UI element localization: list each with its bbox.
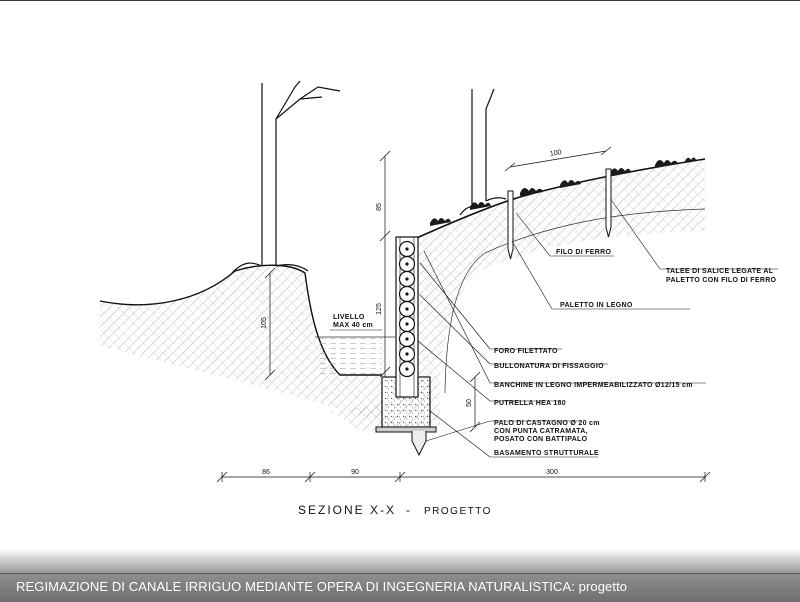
callout-palo-line2: CON PUNTA CATRAMATA, bbox=[494, 428, 588, 435]
vegetation bbox=[430, 157, 696, 226]
vertical-dimensions bbox=[264, 150, 481, 433]
callout-putrella: PUTRELLA HEA 180 bbox=[494, 400, 566, 407]
chestnut-pile bbox=[411, 431, 427, 457]
section-title-separator: - bbox=[406, 503, 412, 517]
water-level-label: LIVELLO bbox=[333, 314, 365, 321]
leader-lines bbox=[417, 200, 778, 458]
section-subtitle: PROGETTO bbox=[424, 506, 492, 517]
callout-palo-line1: PALO DI CASTAGNO Ø 20 cm bbox=[494, 420, 600, 427]
right-bank-inner-line bbox=[444, 208, 706, 394]
cross-section-drawing: 85 125 105 50 100 86 90 300 LIVELLO MAX … bbox=[99, 80, 778, 517]
dim-base-depth: 50 bbox=[466, 399, 473, 407]
bottom-dimension bbox=[216, 471, 711, 483]
dim-wall-upper: 85 bbox=[376, 203, 383, 211]
dim-wall-height: 125 bbox=[376, 303, 383, 315]
callout-basamento: BASAMENTO STRUTTURALE bbox=[494, 450, 599, 457]
callout-palo-line3: POSATO CON BATTIPALO bbox=[494, 436, 588, 443]
dim-left-bank: 105 bbox=[261, 317, 268, 329]
water-level-value: MAX 40 cm bbox=[333, 322, 373, 329]
dim-bottom-right: 300 bbox=[546, 469, 558, 476]
callout-banchine: BANCHINE IN LEGNO IMPERMEABILIZZATO Ø12/… bbox=[494, 382, 693, 389]
base-plate bbox=[375, 426, 437, 433]
callout-bullonatura: BULLONATURA DI FISSAGGIO bbox=[494, 363, 604, 370]
callout-talee-line1: TALEE DI SALICE LEGATE AL bbox=[666, 268, 774, 275]
section-title: SEZIONE X-X bbox=[298, 503, 396, 517]
left-tree bbox=[231, 80, 341, 274]
dim-top-width: 100 bbox=[549, 149, 562, 158]
footer-gradient bbox=[0, 549, 800, 573]
water-body bbox=[318, 337, 382, 375]
callout-foro: FORO FILETTATO bbox=[494, 348, 558, 355]
footer-caption: REGIMAZIONE DI CANALE IRRIGUO MEDIANTE O… bbox=[16, 579, 628, 594]
right-bank-surface bbox=[409, 158, 706, 242]
dim-bottom-mid: 90 bbox=[351, 469, 359, 476]
footer-bar: REGIMAZIONE DI CANALE IRRIGUO MEDIANTE O… bbox=[0, 573, 800, 602]
callout-filo-di-ferro: FILO DI FERRO bbox=[556, 249, 611, 256]
callout-talee-line2: PALETTO CON FILO DI FERRO bbox=[666, 277, 777, 284]
wooden-stakes bbox=[507, 168, 612, 260]
right-tree bbox=[459, 88, 507, 216]
top-dimension bbox=[504, 146, 612, 172]
dim-bottom-left: 86 bbox=[262, 469, 270, 476]
log-bolts bbox=[405, 247, 409, 371]
callout-paletto: PALETTO IN LEGNO bbox=[560, 302, 633, 309]
left-bank-soil bbox=[100, 265, 382, 421]
